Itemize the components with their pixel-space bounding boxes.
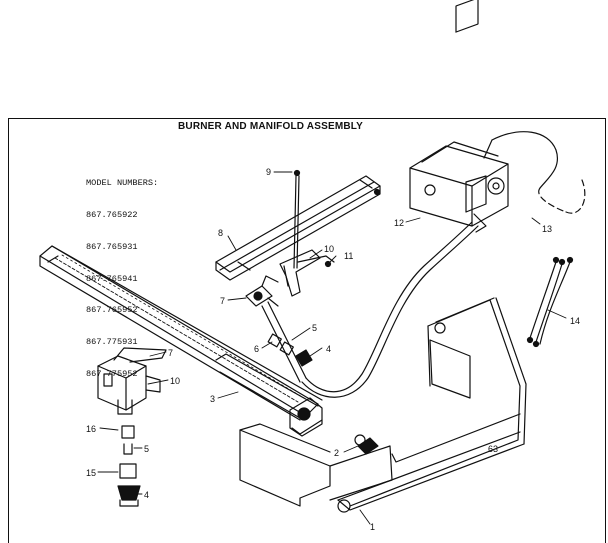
- callout-3: 3: [210, 394, 215, 404]
- model-number-item: 867.765941: [86, 273, 138, 284]
- model-numbers-heading: MODEL NUMBERS:: [86, 178, 159, 189]
- manifold-tube: [261, 221, 479, 398]
- tube-fittings: [267, 333, 313, 367]
- pilot-burner: [279, 249, 335, 297]
- pilot-bracket: [245, 275, 279, 307]
- callout-11: 11: [344, 251, 353, 261]
- callout-5-upper: 5: [312, 323, 317, 333]
- burner-end-bracket: [289, 397, 323, 437]
- callout-16: 16: [86, 424, 96, 434]
- diagram-title: BURNER AND MANIFOLD ASSEMBLY: [178, 121, 364, 132]
- callout-9: 9: [266, 167, 271, 177]
- callout-8: 8: [218, 228, 223, 238]
- model-number-item: 867.765931: [86, 241, 138, 252]
- burner-shield: [215, 175, 381, 281]
- gas-control-valve: [409, 0, 509, 233]
- callout-10-upper: 10: [324, 244, 334, 254]
- orifice-fitting: [354, 434, 379, 455]
- frame-left-rule: [8, 118, 9, 543]
- callout-4-upper: 4: [326, 344, 331, 354]
- callout-2: 2: [334, 448, 339, 458]
- pilot-rod: [293, 169, 301, 269]
- callout-7-upper: 7: [220, 296, 225, 306]
- leader-lines: [97, 171, 567, 525]
- callout-14: 14: [570, 316, 580, 326]
- callout-13: 13: [542, 224, 552, 234]
- burner-tube: [39, 245, 323, 421]
- callout-12: 12: [394, 218, 404, 228]
- callout-7-lower: 7: [168, 348, 173, 358]
- model-number-item: 867.775931: [86, 337, 138, 348]
- callout-63: 63: [488, 444, 498, 454]
- model-number-item: 867.765952: [86, 305, 138, 316]
- callout-15: 15: [86, 468, 96, 478]
- callout-5-lower: 5: [144, 444, 149, 454]
- model-number-item: 867.765922: [86, 209, 138, 220]
- callout-1: 1: [370, 522, 375, 532]
- callout-6: 6: [254, 344, 259, 354]
- valve-exploded-stack: [97, 347, 167, 507]
- frame-top-rule: [8, 118, 606, 119]
- thermocouple-line: [483, 131, 586, 214]
- callout-10-lower: 10: [170, 376, 180, 386]
- stand-frame: [337, 297, 527, 513]
- callout-4-lower: 4: [144, 490, 149, 500]
- lower-bracket-panel: [239, 423, 393, 507]
- wire-harness: [526, 256, 574, 348]
- callout-labels: 9 8 10 11 7 6 5 4 3 7 10 16 5 15 4 2 12 …: [86, 167, 580, 532]
- frame-right-rule: [605, 118, 606, 543]
